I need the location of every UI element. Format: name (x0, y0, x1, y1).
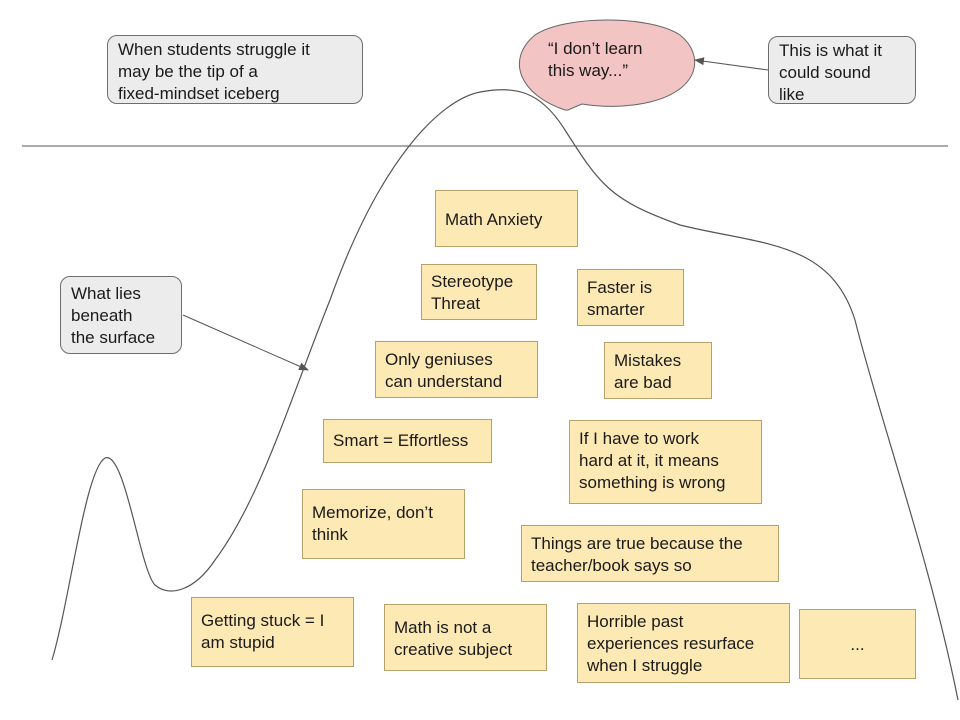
belief-past-experiences: Horrible past experiences resurface when… (577, 603, 790, 683)
belief-stereotype-threat: Stereotype Threat (421, 264, 537, 320)
iceberg-outline (51, 89, 959, 701)
belief-smart-effortless: Smart = Effortless (323, 419, 492, 463)
belief-only-geniuses: Only geniuses can understand (375, 341, 538, 398)
belief-work-hard-wrong: If I have to work hard at it, it means s… (569, 420, 762, 504)
speech-bubble-shape (518, 19, 696, 111)
sound-like-arrow (694, 57, 769, 71)
belief-math-anxiety: Math Anxiety (435, 190, 578, 247)
speech-bubble-text: “I don’t learn this way...” (548, 39, 643, 80)
belief-mistakes-are-bad: Mistakes are bad (604, 342, 712, 399)
beneath-arrow (182, 314, 309, 371)
belief-true-because-teacher: Things are true because the teacher/book… (521, 525, 779, 582)
belief-faster-is-smarter: Faster is smarter (577, 269, 684, 326)
belief-memorize-dont-think: Memorize, don’t think (302, 489, 465, 559)
surface-intro-callout: When students struggle it may be the tip… (107, 35, 363, 104)
sound-like-callout: This is what it could sound like (768, 36, 916, 104)
beneath-callout: What lies beneath the surface (60, 276, 182, 354)
belief-ellipsis: ... (799, 609, 916, 679)
belief-not-creative: Math is not a creative subject (384, 604, 547, 671)
belief-stuck-stupid: Getting stuck = I am stupid (191, 597, 354, 667)
